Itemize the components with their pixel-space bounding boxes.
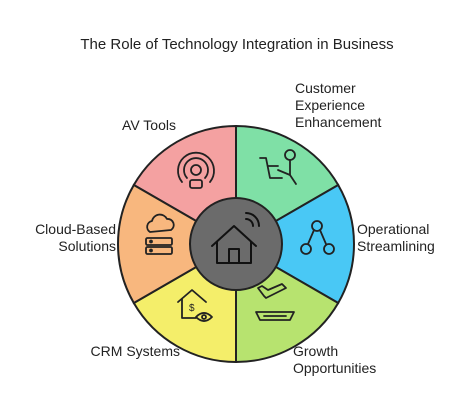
airplane-takeoff-icon xyxy=(255,283,295,321)
house-dollar-eye-icon: $ xyxy=(177,289,213,322)
label-customer-experience: Customer Experience Enhancement xyxy=(295,80,382,130)
label-growth-opportunities: Growth Opportunities xyxy=(293,343,377,376)
svg-text:$: $ xyxy=(189,303,195,314)
label-crm-systems: CRM Systems xyxy=(90,343,180,359)
center-hub xyxy=(189,197,283,291)
label-av-tools: AV Tools xyxy=(122,117,176,133)
podcast-icon xyxy=(177,151,215,189)
workflow-nodes-icon xyxy=(300,220,335,255)
label-cloud-based-solutions: Cloud-Based Solutions xyxy=(35,221,116,254)
segment-operational-streamlining xyxy=(234,183,355,305)
smart-home-icon xyxy=(211,212,260,264)
label-operational-streamlining: Operational Streamlining xyxy=(357,221,435,254)
segment-cloud-based-solutions xyxy=(117,183,238,305)
cloud-server-icon xyxy=(145,213,175,255)
diagram-title: The Role of Technology Integration in Bu… xyxy=(80,36,394,53)
customer-service-icon xyxy=(259,149,297,185)
